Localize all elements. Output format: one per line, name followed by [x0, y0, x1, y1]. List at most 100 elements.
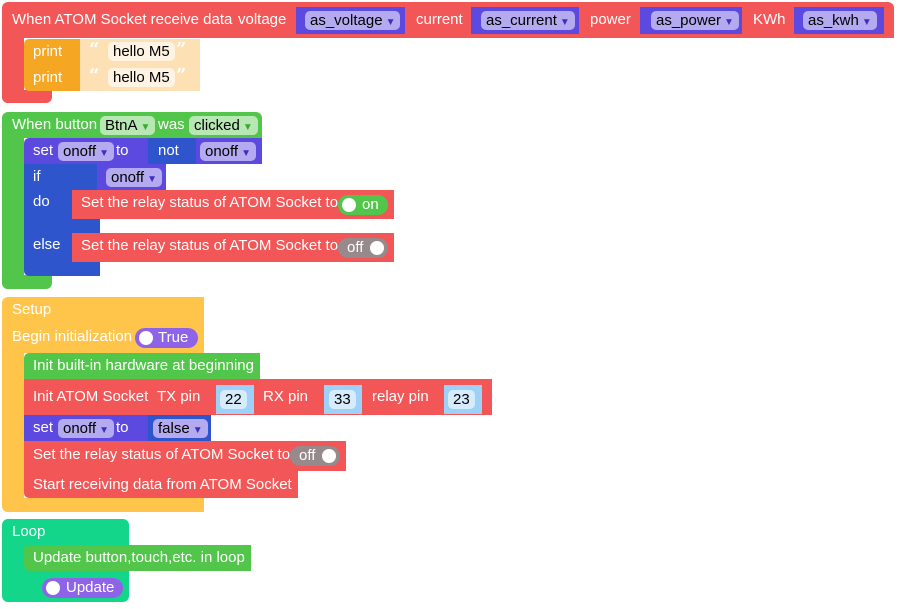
toggle-knob-icon [139, 331, 153, 345]
socket-receive-event-arm [2, 30, 24, 103]
power-var-dropdown[interactable]: as_power▼ [651, 11, 739, 30]
rx-pin-input[interactable]: 33 [329, 390, 356, 409]
print-block[interactable]: print [24, 39, 80, 65]
not-label: not [158, 142, 179, 159]
dropdown-arrow-icon: ▼ [559, 17, 570, 28]
current-label: current [416, 11, 463, 28]
tx-pin-label: TX pin [157, 388, 201, 405]
get-variable-block[interactable]: onoff▼ [196, 138, 262, 164]
begin-init-label: Begin initialization [12, 328, 133, 345]
text-block[interactable]: “hello M5” [80, 65, 200, 91]
dropdown-arrow-icon: ▼ [242, 122, 253, 133]
toggle-label: Update [66, 579, 115, 596]
current-var-block[interactable]: as_current▼ [471, 7, 579, 34]
power-var-block[interactable]: as_power▼ [640, 7, 742, 34]
relay-label: Set the relay status of ATOM Socket to [81, 194, 339, 211]
variable-dropdown[interactable]: onoff▼ [58, 142, 114, 161]
loop-title: Loop [12, 523, 46, 540]
button-event-arm [2, 130, 24, 289]
dropdown-arrow-icon: ▼ [140, 122, 151, 133]
variable-dropdown[interactable]: onoff▼ [200, 142, 256, 161]
dropdown-arrow-icon: ▼ [192, 425, 203, 436]
setup-bottom [2, 498, 204, 512]
relay-toggle-off[interactable]: off [290, 446, 340, 466]
power-label: power [590, 11, 631, 28]
toggle-knob-icon [342, 198, 356, 212]
dropdown-arrow-icon: ▼ [147, 174, 157, 185]
dropdown-arrow-icon: ▼ [99, 425, 109, 436]
setup-title: Setup [12, 301, 52, 318]
dropdown-arrow-icon: ▼ [241, 148, 251, 159]
toggle-knob-icon [46, 581, 60, 595]
boolean-block[interactable]: false▼ [148, 415, 211, 441]
close-quote-icon: ” [176, 39, 187, 60]
kwh-label: KWh [753, 11, 786, 28]
voltage-label: voltage [238, 11, 287, 28]
toggle-label: off [299, 447, 316, 464]
relay-toggle-off[interactable]: off [338, 238, 388, 258]
toggle-label: True [158, 329, 189, 346]
update-toggle[interactable]: Update [42, 578, 123, 598]
dropdown-arrow-icon: ▼ [99, 148, 109, 159]
print-label: print [33, 43, 63, 60]
init-hardware-block[interactable]: Init built-in hardware at beginning [24, 353, 260, 379]
condition-variable-block[interactable]: onoff▼ [97, 164, 166, 190]
button-event-bottom [2, 275, 52, 289]
to-label: to [116, 142, 129, 159]
set-relay-block[interactable]: Set the relay status of ATOM Socket to of… [24, 441, 346, 471]
set-relay-on-block[interactable]: Set the relay status of ATOM Socket to on [72, 190, 394, 219]
socket-receive-event-block[interactable] [2, 2, 894, 38]
set-label: set [33, 419, 54, 436]
kwh-var-block[interactable]: as_kwh▼ [794, 7, 884, 34]
variable-dropdown[interactable]: onoff▼ [58, 419, 114, 438]
toggle-label: off [347, 239, 364, 256]
relay-pin-label: relay pin [372, 388, 429, 405]
else-label: else [33, 236, 61, 253]
event-title: When ATOM Socket receive data [12, 11, 233, 28]
rx-pin-label: RX pin [263, 388, 309, 405]
relay-label: Set the relay status of ATOM Socket to [33, 446, 291, 463]
dropdown-arrow-icon: ▼ [724, 17, 734, 28]
init-atom-socket-block[interactable]: Init ATOM Socket TX pin 22 RX pin 33 rel… [24, 379, 492, 415]
setup-arm [2, 350, 24, 512]
toggle-knob-icon [370, 241, 384, 255]
dropdown-arrow-icon: ▼ [385, 17, 396, 28]
variable-dropdown[interactable]: onoff▼ [106, 168, 162, 187]
boolean-dropdown[interactable]: false▼ [153, 419, 208, 438]
print-block[interactable]: print [24, 65, 80, 91]
relay-pin-number-block[interactable]: 23 [444, 385, 482, 414]
voltage-var-block[interactable]: as_voltage▼ [296, 7, 405, 34]
tx-pin-input[interactable]: 22 [220, 390, 247, 409]
open-quote-icon: “ [89, 39, 100, 60]
start-receiving-label: Start receiving data from ATOM Socket [33, 476, 292, 493]
start-receiving-block[interactable]: Start receiving data from ATOM Socket [24, 471, 298, 498]
text-field[interactable]: hello M5 [108, 68, 175, 87]
toggle-knob-icon [322, 449, 336, 463]
update-loop-block[interactable]: Update button,touch,etc. in loop [24, 545, 251, 571]
rx-pin-number-block[interactable]: 33 [324, 385, 362, 414]
text-block[interactable]: “ hello M5” [80, 39, 200, 65]
not-block[interactable]: not [148, 138, 196, 164]
button-event-prefix: When button [12, 116, 98, 133]
action-dropdown[interactable]: clicked▼ [189, 116, 258, 135]
close-quote-icon: ” [176, 65, 187, 86]
relay-pin-input[interactable]: 23 [448, 390, 475, 409]
socket-receive-event-bottom [2, 90, 52, 103]
relay-toggle-on[interactable]: on [338, 195, 388, 215]
update-loop-label: Update button,touch,etc. in loop [33, 549, 245, 566]
was-label: was [158, 116, 185, 133]
kwh-var-dropdown[interactable]: as_kwh▼ [803, 11, 877, 30]
set-label: set [33, 142, 54, 159]
voltage-var-dropdown[interactable]: as_voltage▼ [305, 11, 401, 30]
current-var-dropdown[interactable]: as_current▼ [481, 11, 575, 30]
print-label: print [33, 69, 63, 86]
tx-pin-number-block[interactable]: 22 [216, 385, 254, 414]
button-dropdown[interactable]: BtnA▼ [100, 116, 156, 135]
text-field[interactable]: hello M5 [108, 42, 175, 61]
toggle-label: on [362, 196, 379, 213]
to-label: to [116, 419, 129, 436]
begin-init-toggle[interactable]: True [135, 328, 198, 348]
